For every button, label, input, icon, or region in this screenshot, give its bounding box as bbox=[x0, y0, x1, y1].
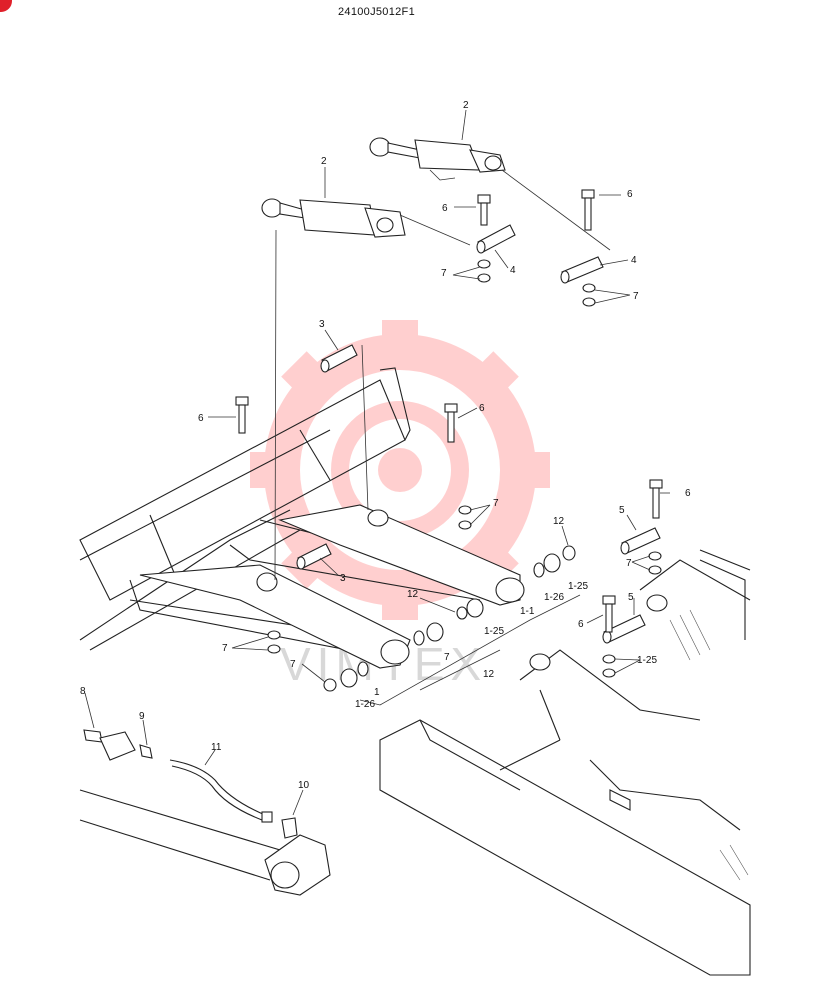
pin-4-right bbox=[560, 256, 604, 284]
callout-6: 6 bbox=[479, 403, 485, 414]
callout-6: 6 bbox=[198, 413, 204, 424]
callout-7: 1-25 bbox=[637, 655, 657, 666]
leader-lines bbox=[84, 109, 670, 816]
callout-11: 11 bbox=[211, 742, 222, 753]
callout-1-25: 1-25 bbox=[568, 581, 588, 592]
bolt-6-f bbox=[602, 595, 616, 633]
link-arm-lower bbox=[139, 564, 411, 669]
bushings-and-washers bbox=[323, 545, 576, 692]
callout-1-1: 1-1 bbox=[520, 606, 535, 617]
callout-10: 10 bbox=[298, 780, 310, 791]
callout-1-25: 7 bbox=[444, 652, 450, 663]
link-arm-upper bbox=[278, 504, 525, 606]
callout-5: 5 bbox=[619, 505, 625, 516]
callout-6: 6 bbox=[685, 488, 691, 499]
callout-1-26: 1 bbox=[374, 687, 380, 698]
pin-5-upper bbox=[620, 527, 661, 555]
callout-4: 4 bbox=[510, 265, 516, 276]
callout-12: 7 bbox=[290, 659, 296, 670]
main-frame bbox=[79, 367, 501, 661]
pin-5-lower bbox=[602, 614, 646, 644]
bolt-6-c bbox=[235, 396, 249, 434]
document-code: 24100J5012F1 bbox=[338, 6, 415, 18]
callout-1-25: 1-26 bbox=[355, 699, 375, 710]
callout-1-25: 1-25 bbox=[484, 626, 504, 637]
bolt-6-a bbox=[477, 194, 491, 226]
callout-3: 3 bbox=[319, 319, 325, 330]
callout-1: 12 bbox=[483, 669, 495, 680]
callout-5: 5 bbox=[628, 592, 634, 603]
callout-4: 4 bbox=[631, 255, 637, 266]
callout-3: 3 bbox=[340, 573, 346, 584]
callout-12: 12 bbox=[407, 589, 419, 600]
base-frame bbox=[379, 549, 751, 976]
callout-12: 12 bbox=[553, 516, 565, 527]
bolt-6-d bbox=[444, 403, 458, 443]
callout-7: 7 bbox=[441, 268, 447, 279]
callout-7: 7 bbox=[493, 498, 499, 509]
callout-1-26: 1-26 bbox=[544, 592, 564, 603]
hydraulic-cylinder-upper bbox=[369, 137, 506, 181]
pin-3-upper bbox=[320, 344, 358, 373]
pin-3-lower bbox=[296, 543, 332, 570]
pin-4-left bbox=[476, 224, 516, 254]
callout-2: 2 bbox=[321, 156, 327, 167]
callout-8: 8 bbox=[80, 686, 86, 697]
callout-7: 7 bbox=[222, 643, 228, 654]
callout-9: 9 bbox=[139, 711, 145, 722]
lower-arm bbox=[79, 789, 331, 896]
callout-labels: 2 2 6 6 4 4 7 7 3 6 6 7 12 6 5 7 3 1-25 … bbox=[80, 100, 691, 791]
callout-7: 7 bbox=[626, 558, 632, 569]
hydraulic-cylinder-lower bbox=[261, 198, 406, 238]
callout-7: 7 bbox=[633, 291, 639, 302]
callout-6: 6 bbox=[578, 619, 584, 630]
callout-6: 6 bbox=[442, 203, 448, 214]
bolt-6-e bbox=[649, 479, 663, 519]
bolt-6-b bbox=[581, 189, 595, 231]
hose-fittings bbox=[83, 729, 298, 839]
callout-6: 6 bbox=[627, 189, 633, 200]
callout-2: 2 bbox=[463, 100, 469, 111]
